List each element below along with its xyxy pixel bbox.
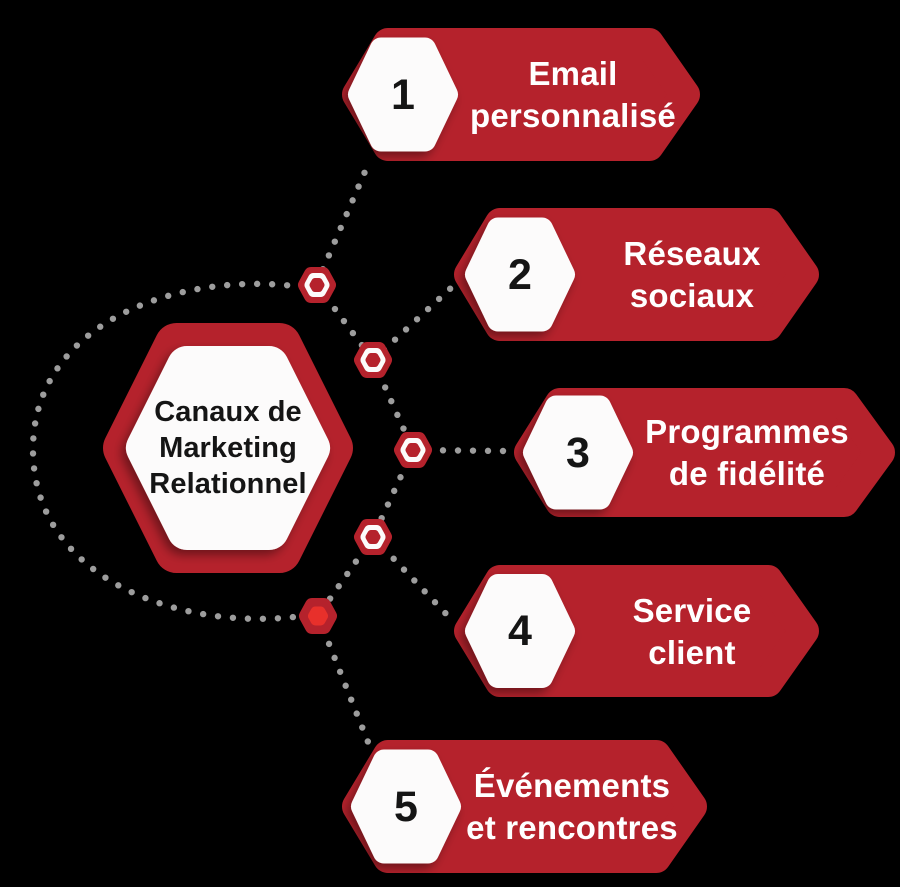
center-hexagon-face [126,346,330,550]
item-5-number: 5 [394,782,418,831]
center-title-line: Marketing [159,432,297,464]
center-title-line: Relationnel [149,468,307,500]
dotted-arc [29,280,306,622]
item-3-badge-hexagon [523,395,633,510]
center-title: Canaux de Marketing Relationnel [118,394,338,502]
item-2-label-line: Réseaux [623,234,761,272]
item-1-label-line: personnalisé [470,96,676,134]
item-1-label-line: Email [528,54,618,92]
item-1-label: Email personnalisé [443,52,703,137]
item-2-number: 2 [508,250,532,299]
item-4-number: 4 [508,606,532,655]
item-4-label: Service client [572,589,812,674]
item-4-badge-hexagon [465,574,575,688]
item-5-label: Événements et rencontres [442,764,702,849]
connector-node-1 [298,267,336,303]
item-2-label-line: sociaux [629,276,755,314]
connector-node-5 [299,598,337,634]
center-title-line: Canaux de [154,396,302,428]
connector-node-4 [354,519,392,555]
dotted-line-to-item-5 [314,612,372,746]
item-5-badge-hexagon [351,749,461,864]
item-3-label-line: Programmes [645,412,849,450]
item-1-badge-hexagon [348,37,458,152]
item-2-badge-hexagon [465,217,575,332]
item-5-label-line: Événements [473,766,671,804]
item-2-label: Réseaux sociaux [572,232,812,317]
dotted-line-to-item-4 [369,533,454,622]
connector-node-3 [394,432,432,468]
item-3-label: Programmes de fidélité [612,410,882,495]
dotted-line-to-item-1 [313,156,374,287]
item-5-label-line: et rencontres [466,808,678,846]
item-1-number: 1 [391,70,415,119]
item-3-number: 3 [566,428,590,477]
item-4-label-line: Service [632,591,752,629]
item-4-label-line: client [648,633,736,671]
item-3-label-line: de fidélité [668,454,826,492]
connector-node-2 [354,342,392,378]
